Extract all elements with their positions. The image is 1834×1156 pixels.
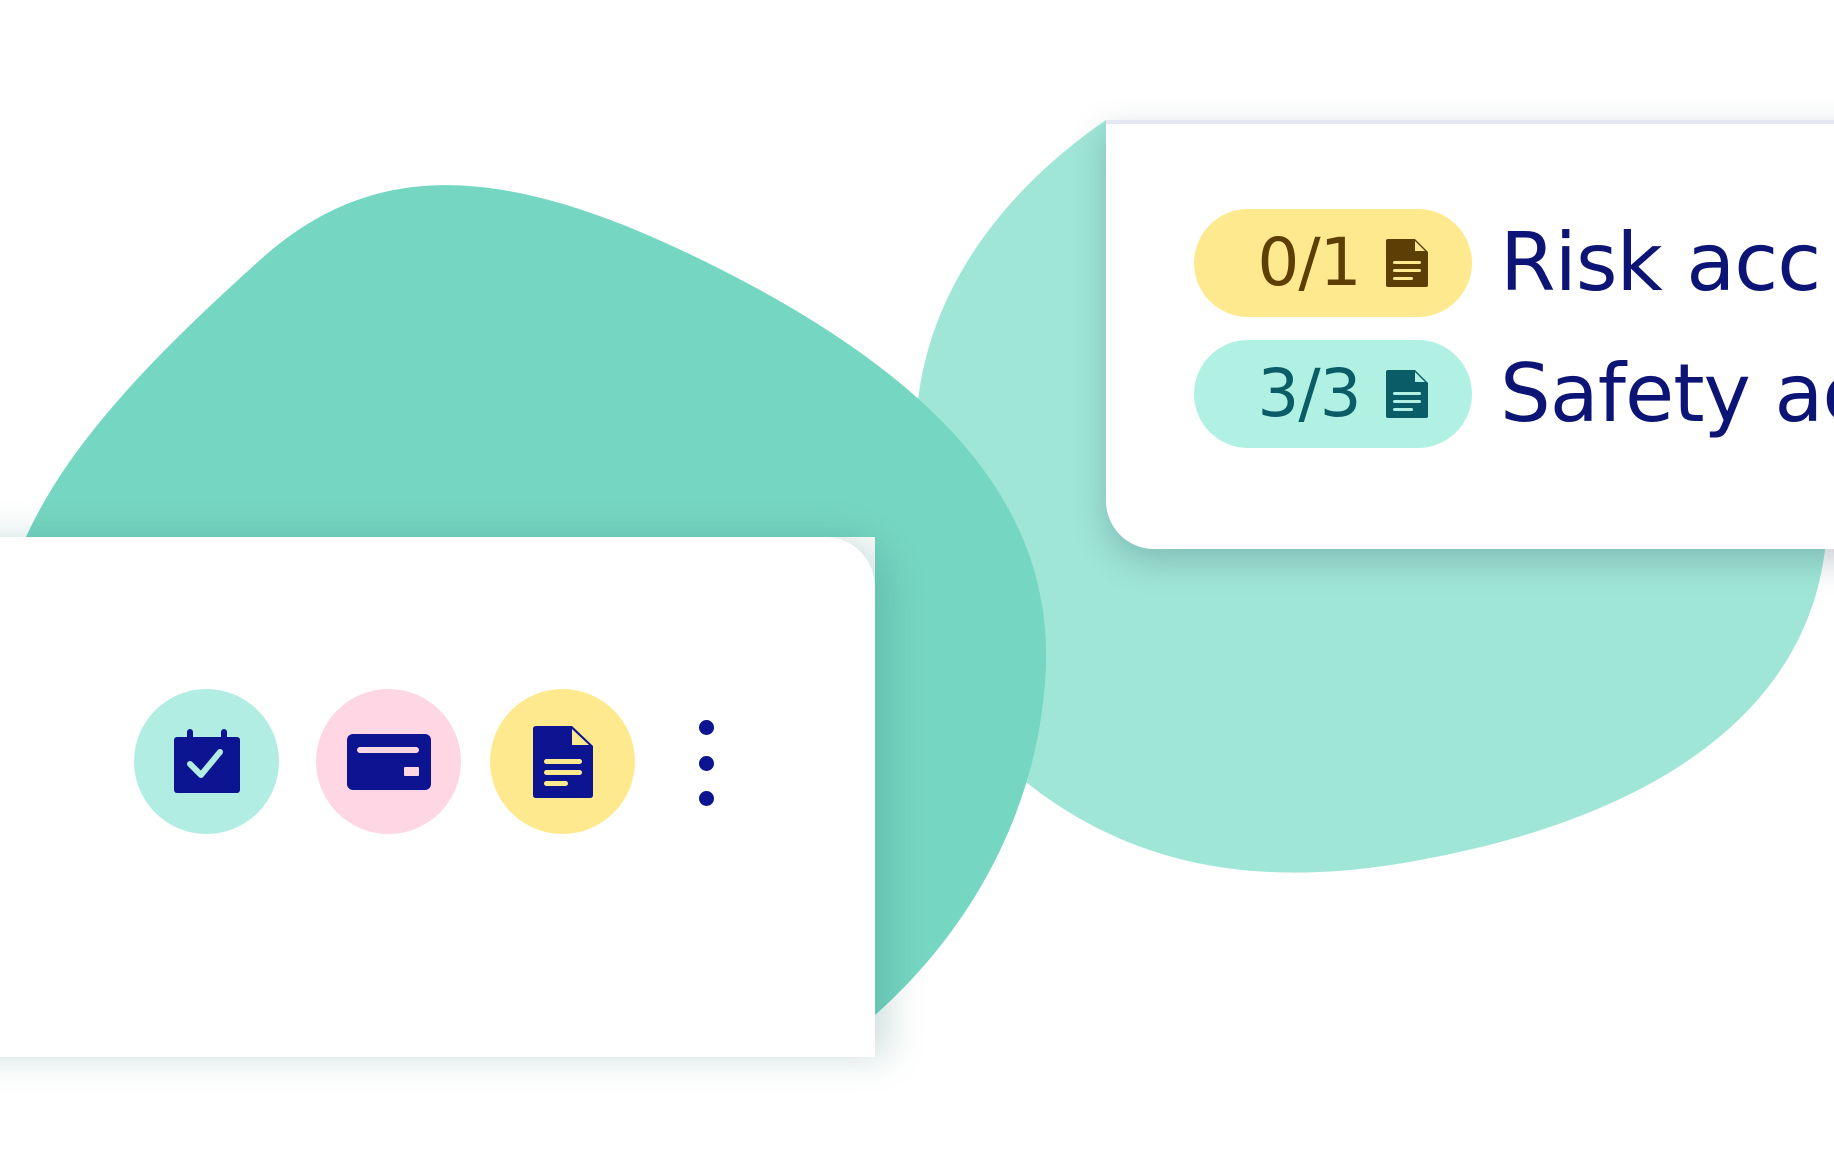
list-item[interactable]: 3/3 Safety ac: [1194, 340, 1834, 448]
progress-count: 0/1: [1257, 224, 1361, 301]
more-dot: [698, 755, 714, 771]
list-item[interactable]: 0/1 Risk acc: [1194, 209, 1821, 317]
status-badge: 0/1: [1194, 209, 1472, 317]
document-icon: [532, 725, 593, 798]
more-options-button[interactable]: [688, 720, 724, 806]
more-dot: [698, 791, 714, 806]
credit-card-icon: [346, 733, 431, 790]
document-icon: [1385, 370, 1428, 418]
list-item-title: Risk acc: [1500, 216, 1821, 309]
status-badge: 3/3: [1194, 340, 1472, 448]
calendar-check-icon: [173, 728, 240, 793]
document-button[interactable]: [490, 689, 635, 834]
progress-card: [1106, 120, 1834, 549]
dark-teal-blob: [26, 185, 1047, 1016]
progress-count: 3/3: [1257, 355, 1361, 432]
list-item-title: Safety ac: [1500, 347, 1834, 440]
more-vertical-icon: [698, 720, 714, 735]
document-icon: [1385, 239, 1428, 287]
payment-card-button[interactable]: [316, 689, 461, 834]
calendar-button[interactable]: [134, 689, 279, 834]
